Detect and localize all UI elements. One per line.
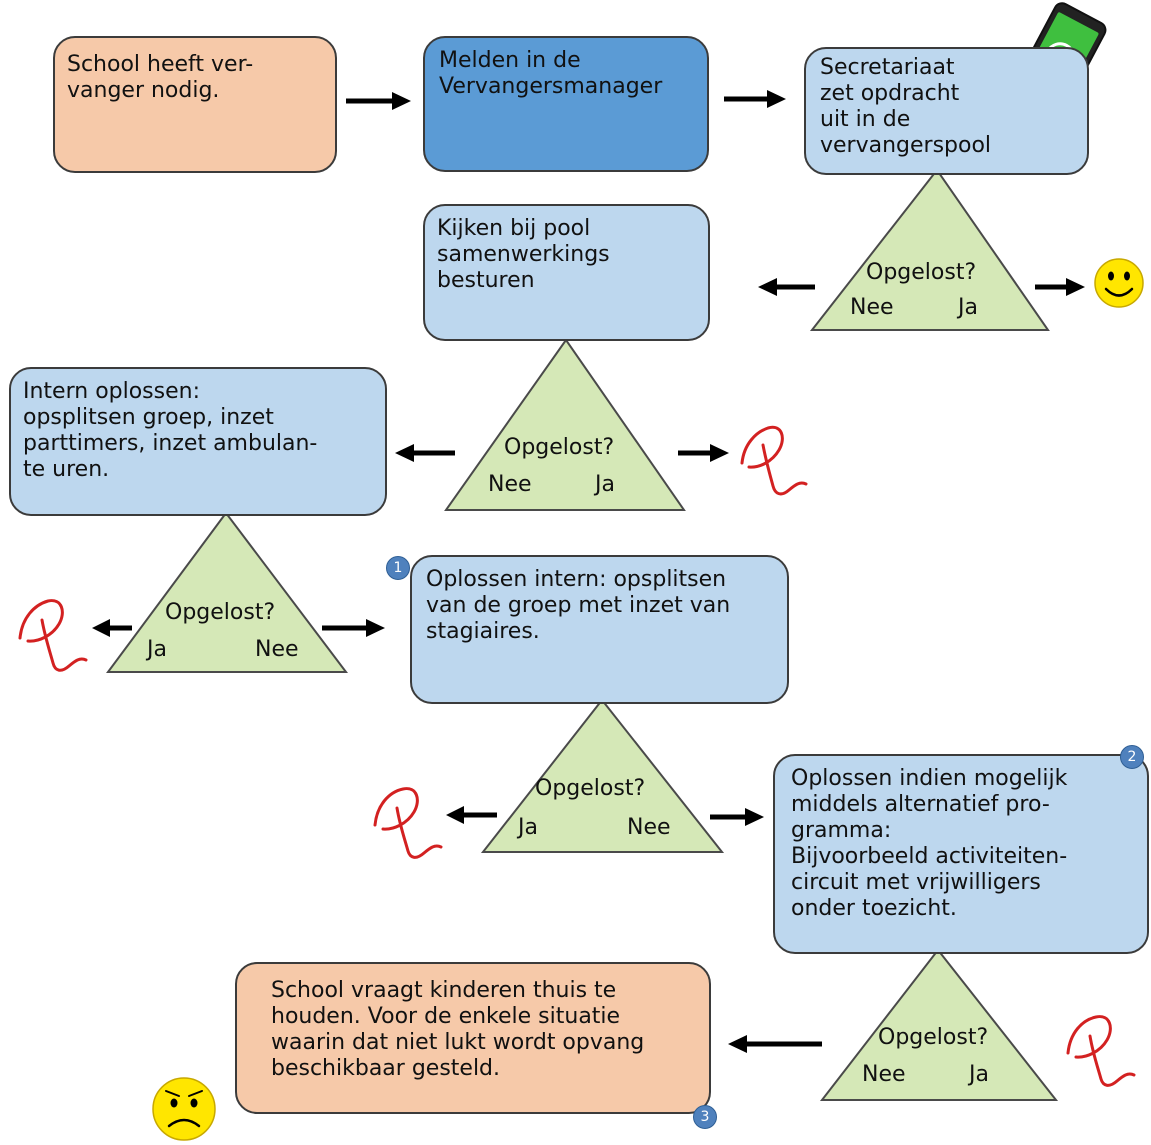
box-school-needs-substitute: School heeft ver- vanger nodig. (53, 36, 337, 173)
decision-triangle-5 (819, 948, 1059, 1101)
decision-no: Nee (862, 1062, 906, 1087)
box-report-in-manager: Melden in de Vervangersmanager (423, 36, 709, 172)
decision-no: Nee (850, 295, 894, 320)
decision-yes: Ja (969, 1062, 989, 1087)
signature-icon (740, 425, 808, 496)
decision-no: Nee (255, 637, 299, 662)
decision-question: Opgelost? (165, 600, 276, 625)
step-badge-2: 2 (1120, 745, 1144, 769)
box-pool-boards: Kijken bij pool samenwerkings besturen (423, 204, 710, 341)
decision-question: Opgelost? (504, 435, 615, 460)
decision-yes: Ja (958, 295, 978, 320)
decision-triangle-1 (809, 168, 1050, 331)
signature-icon (373, 787, 443, 859)
decision-yes: Ja (147, 637, 167, 662)
box-secretariat: Secretariaat zet opdracht uit in de verv… (804, 47, 1089, 175)
decision-yes: Ja (595, 472, 615, 497)
box-children-home: School vraagt kinderen thuis te houden. … (235, 962, 711, 1114)
signature-icon (18, 599, 88, 672)
signature-icon (1066, 1015, 1136, 1087)
decision-question: Opgelost? (866, 260, 977, 285)
decision-no: Nee (488, 472, 532, 497)
box-alternative-program: Oplossen indien mogelijk middels alterna… (773, 754, 1149, 954)
happy-smiley-icon (1094, 258, 1144, 308)
decision-yes: Ja (518, 815, 538, 840)
step-badge-1: 1 (386, 556, 410, 580)
box-intern-interns: Oplossen intern: opsplitsen van de groep… (410, 555, 789, 704)
decision-question: Opgelost? (535, 776, 646, 801)
step-badge-3: 3 (693, 1105, 717, 1129)
arrows (92, 90, 1085, 1053)
sad-smiley-icon (152, 1077, 216, 1141)
decision-triangle-3 (106, 511, 349, 673)
box-intern-solve: Intern oplossen: opsplitsen groep, inzet… (9, 367, 387, 516)
decision-triangle-2 (444, 338, 686, 511)
decision-triangle-4 (480, 698, 725, 853)
decision-question: Opgelost? (878, 1025, 989, 1050)
decision-no: Nee (627, 815, 671, 840)
